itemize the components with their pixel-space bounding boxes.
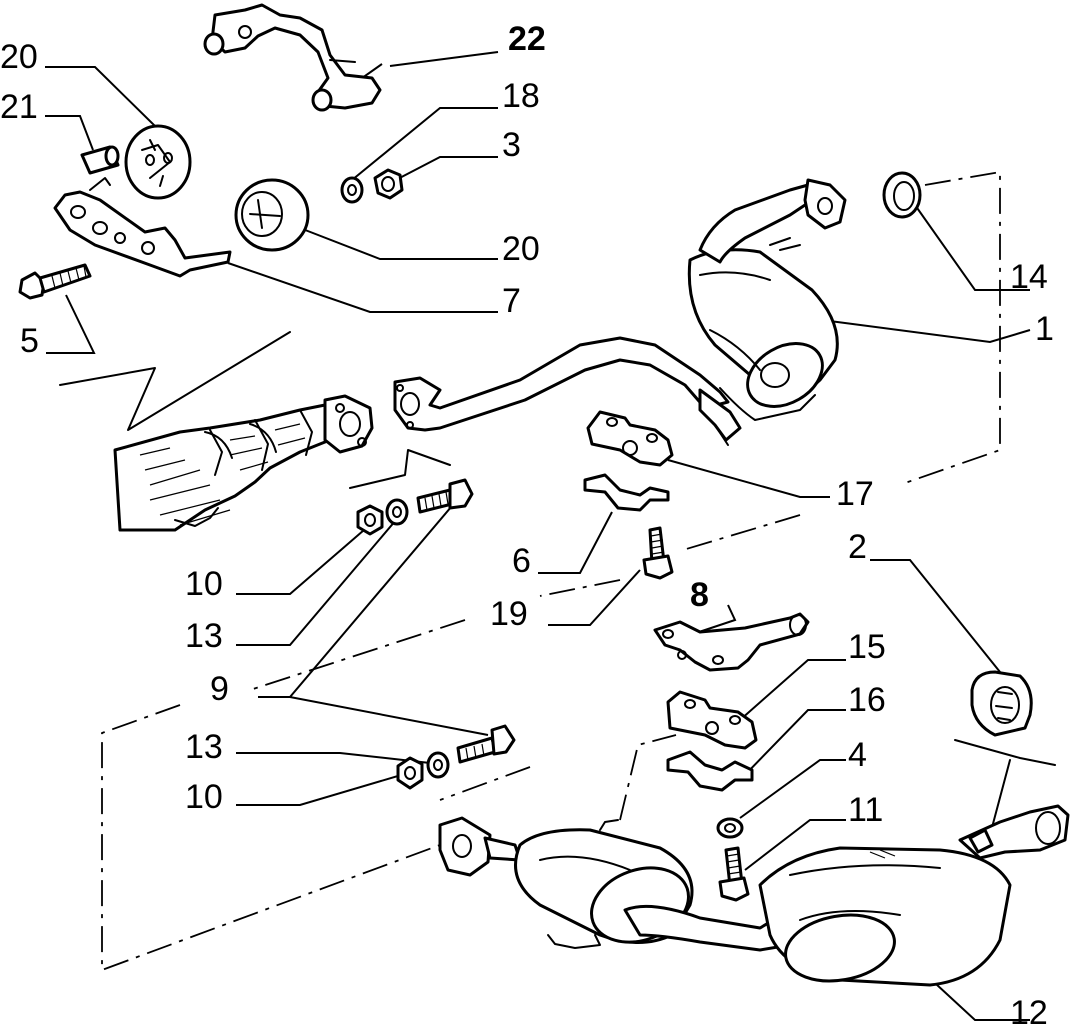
bolt-9-upper (416, 478, 474, 514)
hanger-bracket-8 (653, 612, 810, 672)
callout-1: 1 (1035, 310, 1054, 348)
callout-10-lower: 10 (185, 778, 223, 816)
nut-3 (373, 168, 404, 200)
callout-7: 7 (502, 282, 521, 320)
callout-17: 17 (836, 475, 874, 513)
clamp-15 (666, 690, 758, 750)
washer-18 (340, 176, 364, 204)
bolt-9-lower (456, 724, 516, 764)
callout-4: 4 (848, 736, 867, 774)
callout-22: 22 (508, 20, 546, 58)
front-pipe-1 (393, 336, 742, 446)
gasket-ring-14 (882, 171, 922, 219)
bracket-22 (203, 3, 382, 112)
leader-lines (45, 51, 1031, 1021)
callout-16: 16 (848, 681, 886, 719)
nut-10-upper (356, 504, 384, 536)
callout-3: 3 (502, 126, 521, 164)
callout-8: 8 (690, 576, 709, 614)
callout-10-upper: 10 (185, 565, 223, 603)
callout-13-upper: 13 (185, 617, 223, 655)
callout-18: 18 (502, 77, 540, 115)
callout-9: 9 (210, 670, 229, 708)
front-silencer-1 (687, 178, 847, 421)
callout-15: 15 (848, 628, 886, 666)
callout-20-lower: 20 (502, 230, 540, 268)
bolt-5 (18, 263, 92, 300)
callout-14: 14 (1010, 258, 1048, 296)
washer-4 (716, 817, 744, 839)
callout-12: 12 (1010, 994, 1048, 1032)
washer-13-lower (426, 751, 450, 779)
rubber-mount-20-lower (234, 178, 310, 252)
bracket-7 (53, 177, 232, 278)
washer-13-upper (385, 498, 409, 526)
callout-21: 21 (0, 88, 38, 126)
callout-5: 5 (20, 322, 39, 360)
callout-11: 11 (848, 791, 884, 829)
u-clamp-16 (666, 750, 754, 792)
callout-6: 6 (512, 542, 531, 580)
callout-20-upper: 20 (0, 38, 38, 76)
clamp-17 (586, 410, 674, 467)
alignment-lines (101, 170, 1001, 972)
callout-13-lower: 13 (185, 728, 223, 766)
bolt-11 (718, 846, 750, 902)
callout-2: 2 (848, 528, 867, 566)
rubber-mount-20-upper (124, 124, 192, 200)
callout-19: 19 (490, 595, 528, 633)
bolt-19 (642, 526, 674, 580)
u-clamp-6 (583, 473, 670, 512)
rear-silencer-12 (438, 739, 1070, 987)
rubber-mount-2 (970, 670, 1033, 737)
catalytic-converter-section (59, 331, 451, 532)
spacer-21 (80, 145, 120, 175)
nut-10-lower (396, 756, 424, 790)
